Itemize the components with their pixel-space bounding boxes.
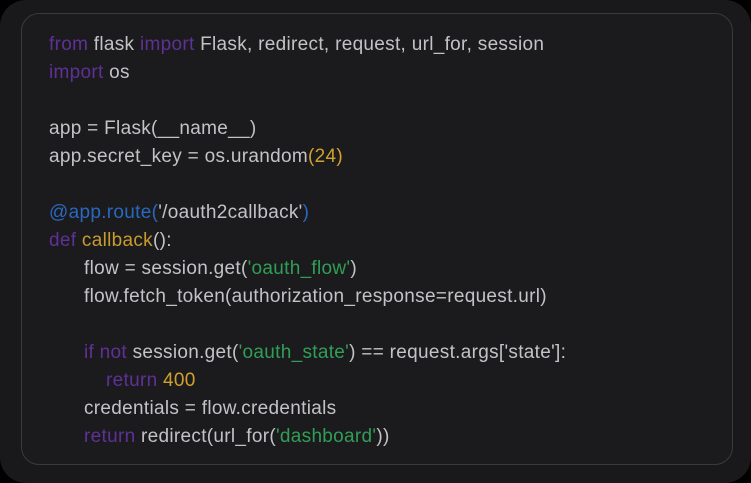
code-line: if not session.get('oauth_state') == req…: [49, 339, 712, 367]
code-token-keyword: if not: [84, 342, 127, 363]
code-line: flow = session.get('oauth_flow'): [49, 255, 712, 283]
code-token-keyword: return: [84, 426, 136, 447]
code-token-number: 400: [163, 370, 196, 391]
code-line: return 400: [49, 367, 712, 395]
code-token-default: redirect(url_for(: [135, 426, 276, 447]
code-token-string: 'dashboard': [275, 426, 377, 447]
code-line: @app.route('/oauth2callback'): [49, 199, 712, 227]
code-token-default: ) == request.args['state']:: [349, 342, 567, 363]
code-token-string: 'oauth_state': [238, 342, 350, 363]
code-token-default: credentials = flow.credentials: [84, 398, 337, 419]
code-line: [49, 311, 712, 339]
code-line: def callback():: [49, 227, 712, 255]
code-token-default: flow.fetch_token(authorization_response=…: [84, 286, 547, 307]
code-token-default: session.get(: [127, 342, 239, 363]
code-token-default: )): [376, 426, 390, 447]
code-token-decorator: @app.route(: [49, 202, 159, 223]
code-token-keyword: from: [49, 34, 89, 55]
code-line: import os: [49, 59, 712, 87]
code-token-keyword: def: [49, 230, 82, 251]
code-token-string: 'oauth_flow': [247, 258, 351, 279]
code-line: return redirect(url_for('dashboard')): [49, 423, 712, 451]
code-line: [49, 87, 712, 115]
code-token-keyword: return: [106, 370, 164, 391]
code-token-default: flow = session.get(: [84, 258, 248, 279]
code-line: app.secret_key = os.urandom(24): [49, 143, 712, 171]
code-token-default: ): [350, 258, 357, 279]
code-token-default: app.secret_key = os.urandom: [49, 146, 308, 167]
code-token-function: callback: [81, 230, 153, 251]
code-token-default: '/oauth2callback': [158, 202, 303, 223]
code-token-default: os: [103, 62, 130, 83]
code-token-number: (24): [307, 146, 343, 167]
code-token-decorator: ): [302, 202, 310, 223]
code-line: from flask import Flask, redirect, reque…: [49, 31, 712, 59]
code-token-keyword: import: [139, 34, 195, 55]
code-line: app = Flask(__name__): [49, 115, 712, 143]
code-token-default: flask: [88, 34, 140, 55]
code-line: flow.fetch_token(authorization_response=…: [49, 283, 712, 311]
code-card: from flask import Flask, redirect, reque…: [21, 13, 733, 465]
code-token-default: Flask, redirect, request, url_for, sessi…: [194, 34, 545, 55]
code-line: [49, 171, 712, 199]
code-token-keyword: import: [49, 62, 104, 83]
code-token-default: ():: [152, 230, 172, 251]
code-block: from flask import Flask, redirect, reque…: [49, 31, 712, 451]
code-line: credentials = flow.credentials: [49, 395, 712, 423]
code-token-default: app = Flask(__name__): [49, 118, 257, 139]
